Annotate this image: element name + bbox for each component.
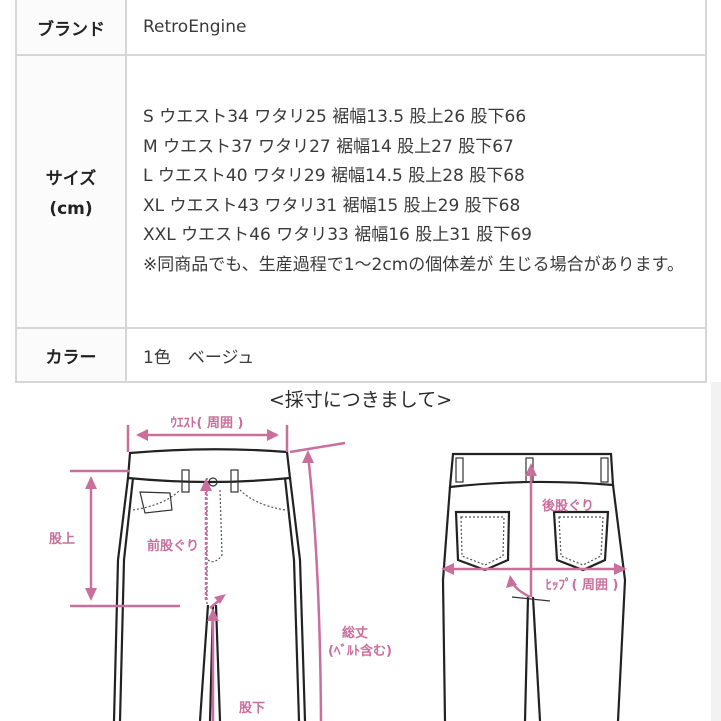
measurement-diagram: ｳｴｽﾄ( 周囲 ) 股上 前股ぐり 股下 総丈 (ﾍﾞﾙﾄ含む) xyxy=(49,416,627,721)
hip-label: ﾋｯﾌﾟ( 周囲 ) xyxy=(546,577,619,593)
front-rise-measure-arrow: 前股ぐり xyxy=(147,478,226,609)
back-rise-label: 後股ぐり xyxy=(542,498,594,514)
size-row-l: L ウエスト40 ワタリ29 裾幅14.5 股上28 股下68 xyxy=(143,166,525,186)
brand-value: RetroEngine xyxy=(125,0,707,56)
size-row-m: M ウエスト37 ワタリ27 裾幅14 股上27 股下67 xyxy=(143,136,514,157)
back-rise-measure-arrow: 後股ぐり xyxy=(525,463,594,597)
total-length-label-1: 総丈 xyxy=(342,625,368,641)
rise-label: 股上 xyxy=(49,532,75,547)
size-label-unit: (cm) xyxy=(49,199,93,219)
total-length-label-2: (ﾍﾞﾙﾄ含む) xyxy=(328,643,392,659)
waist-measure-arrow: ｳｴｽﾄ( 周囲 ) xyxy=(126,416,289,452)
inseam-measure-arrow: 股下 xyxy=(207,608,265,721)
size-value: S ウエスト34 ワタリ25 裾幅13.5 股上26 股下66 M ウエスト37… xyxy=(125,54,707,329)
inseam-label: 股下 xyxy=(239,701,265,716)
total-length-measure-arrow: 総丈 (ﾍﾞﾙﾄ含む) xyxy=(289,441,392,721)
spec-row-size: サイズ (cm) S ウエスト34 ワタリ25 裾幅13.5 股上26 股下66… xyxy=(15,54,707,329)
measurement-guide-title: <採寸につきまして> xyxy=(268,389,453,411)
hip-measure-arrow: ﾋｯﾌﾟ( 周囲 ) xyxy=(441,563,627,599)
scrollbar-track[interactable] xyxy=(711,382,721,721)
spec-row-color: カラー 1色 ベージュ xyxy=(15,327,707,383)
rise-measure-arrow: 股上 xyxy=(49,469,180,608)
waist-label: ｳｴｽﾄ( 周囲 ) xyxy=(171,416,244,431)
size-row-s: S ウエスト34 ワタリ25 裾幅13.5 股上26 股下66 xyxy=(143,107,527,127)
color-value: 1色 ベージュ xyxy=(125,327,707,383)
size-row-xl: XL ウエスト43 ワタリ31 裾幅15 股上29 股下68 xyxy=(143,195,521,216)
size-note: ※同商品でも、生産過程で1〜2cmの個体差が 生じる場合があります。 xyxy=(143,254,684,275)
spec-row-brand: ブランド RetroEngine xyxy=(15,0,707,56)
size-row-xxl: XXL ウエスト46 ワタリ33 裾幅16 股上31 股下69 xyxy=(143,225,532,245)
brand-label: ブランド xyxy=(15,0,127,56)
product-spec-table: ブランド RetroEngine サイズ (cm) S ウエスト34 ワタリ25… xyxy=(15,0,707,383)
front-rise-label: 前股ぐり xyxy=(147,538,199,554)
size-label: サイズ (cm) xyxy=(15,54,127,329)
back-pants-illustration xyxy=(441,452,627,721)
color-label: カラー xyxy=(15,327,127,383)
size-label-text: サイズ xyxy=(45,169,97,189)
front-pants-illustration xyxy=(112,448,307,721)
